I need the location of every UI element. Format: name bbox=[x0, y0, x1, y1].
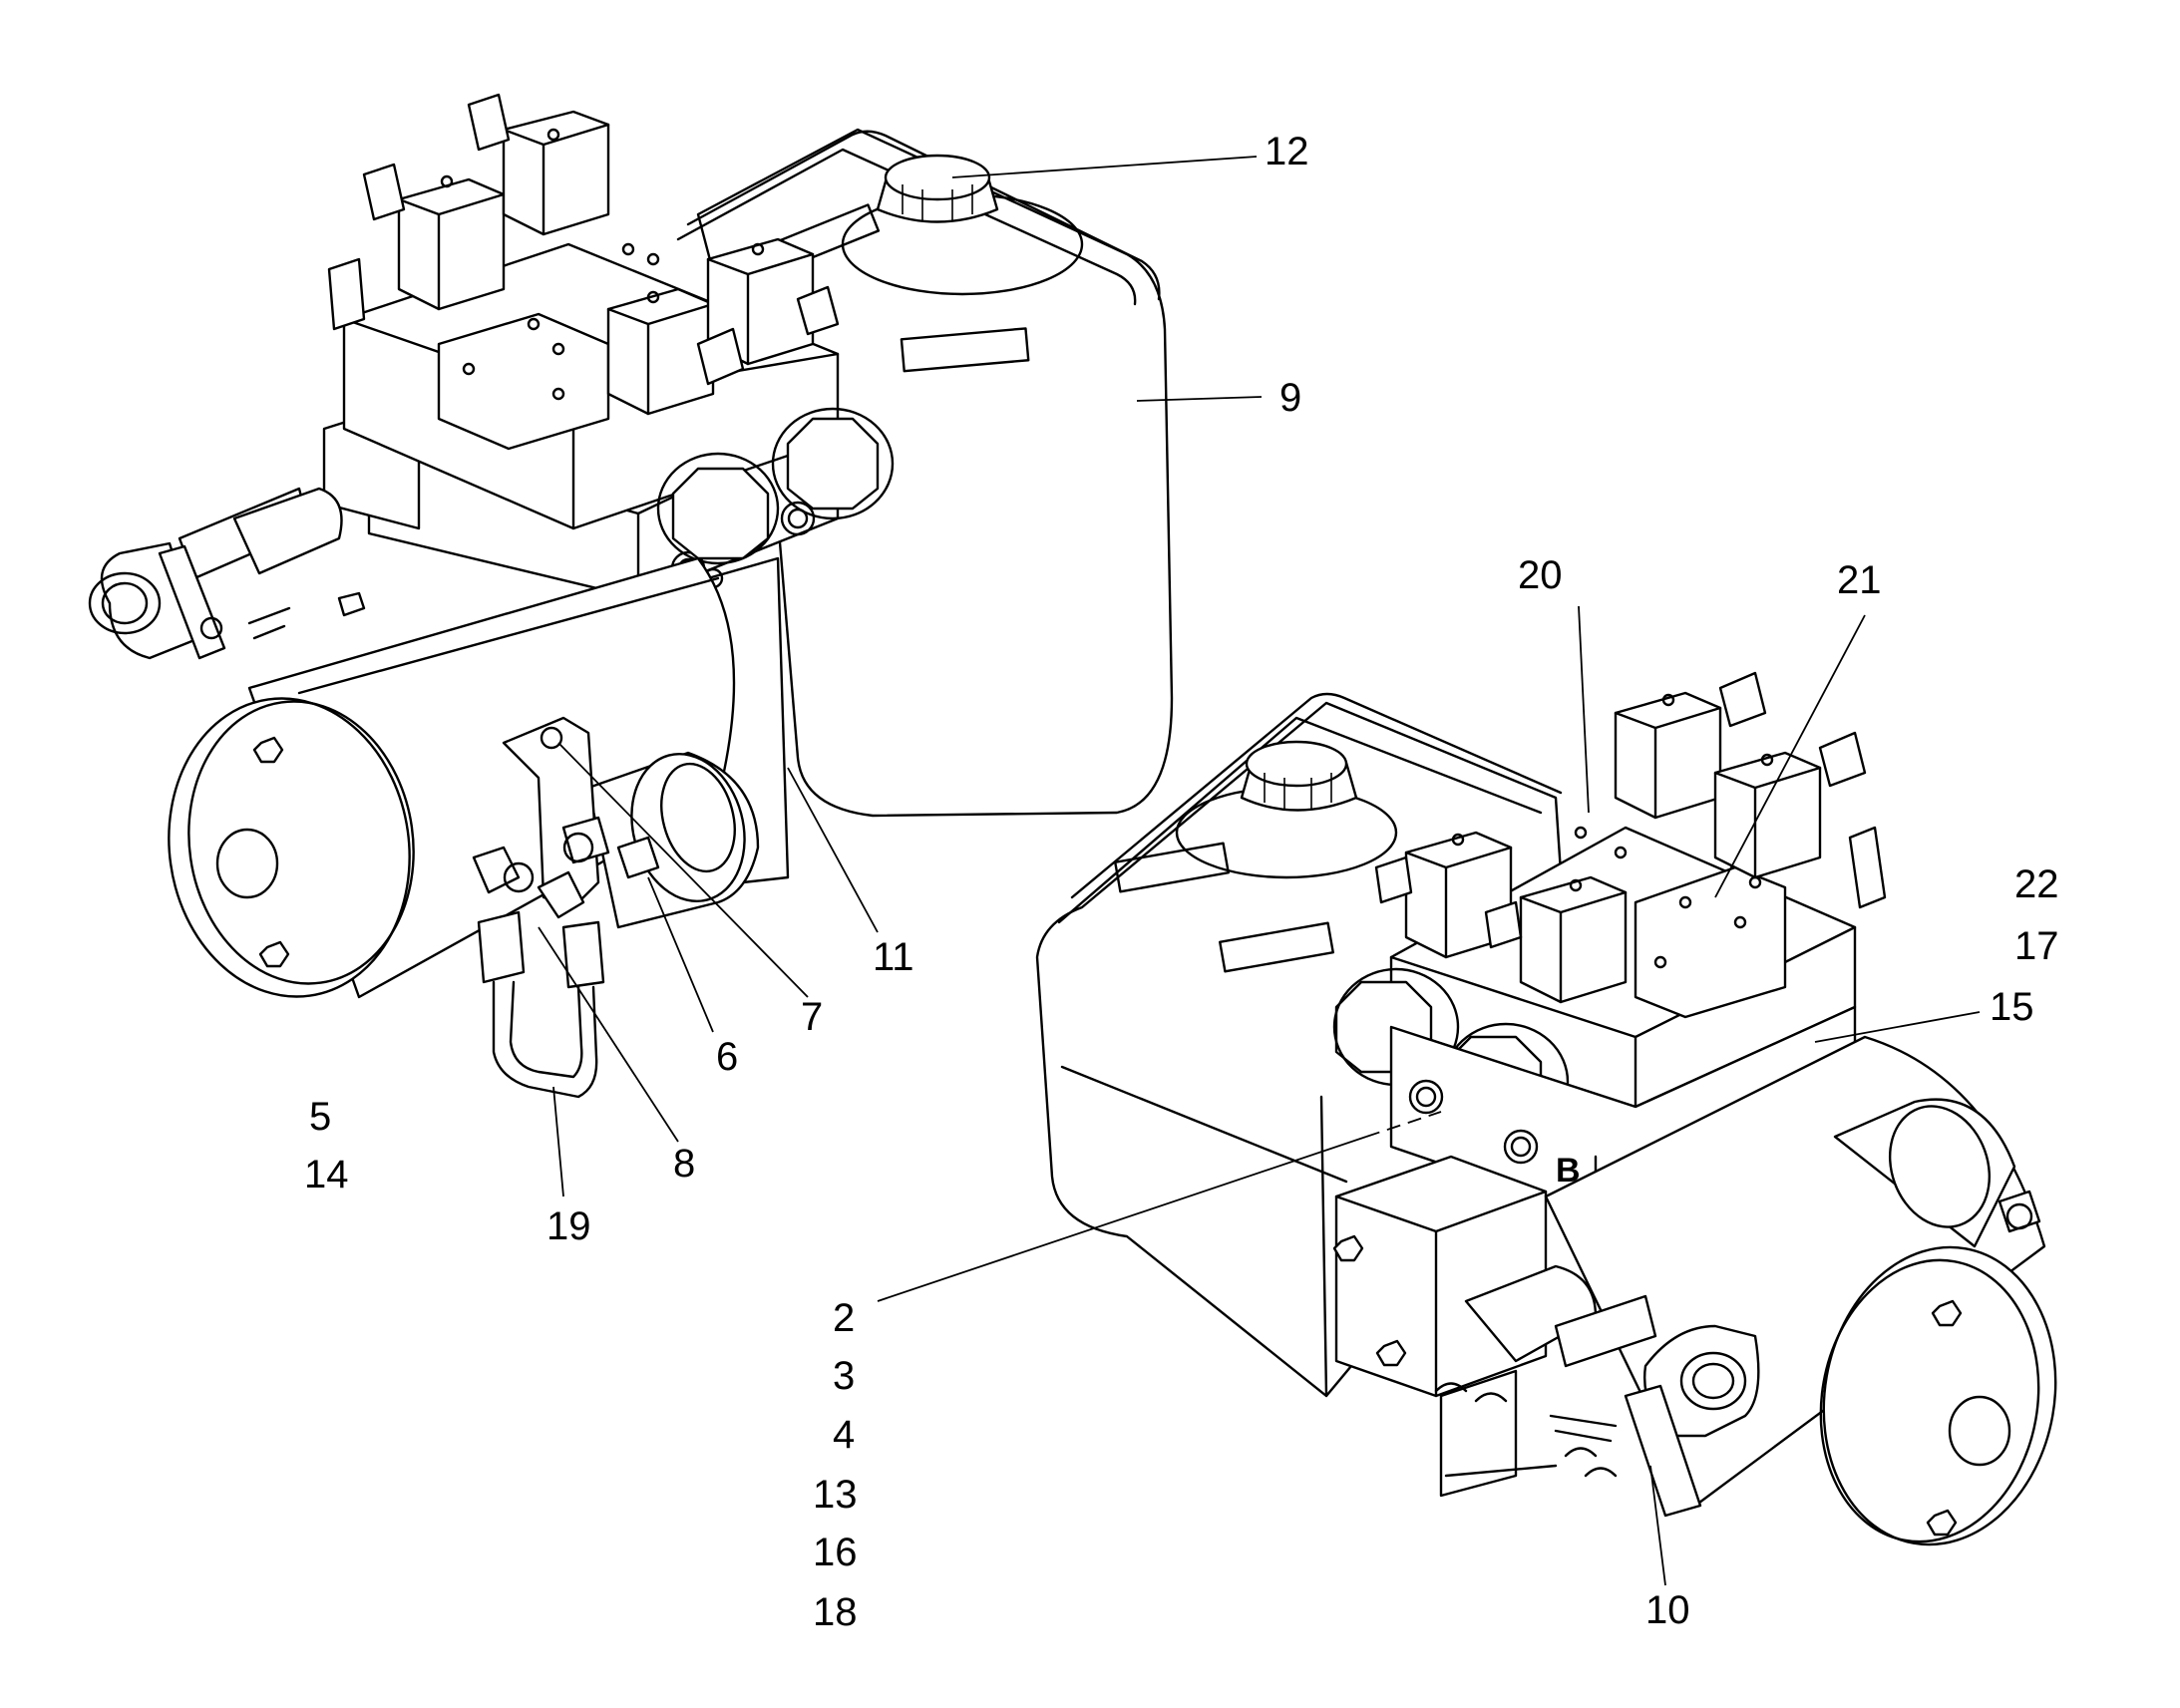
callout-11: 11 bbox=[873, 935, 914, 979]
callout-7: 7 bbox=[801, 995, 823, 1039]
left-valve-stack bbox=[327, 93, 895, 565]
callout-18: 18 bbox=[813, 1590, 858, 1634]
callout-9: 9 bbox=[1279, 376, 1301, 420]
callout-20: 20 bbox=[1518, 553, 1563, 597]
leader-lines bbox=[538, 156, 1981, 1586]
callout-15: 15 bbox=[1990, 985, 2034, 1029]
callout-labels: 12 9 20 21 22 17 15 11 7 6 5 14 8 19 2 3… bbox=[304, 130, 2059, 1634]
left-hand-pump bbox=[88, 487, 366, 660]
callout-21: 21 bbox=[1837, 558, 1882, 602]
callout-4: 4 bbox=[833, 1413, 855, 1457]
callout-3: 3 bbox=[833, 1354, 855, 1398]
callout-16: 16 bbox=[813, 1531, 858, 1574]
left-fittings-hoses bbox=[472, 816, 660, 1099]
callout-14: 14 bbox=[304, 1153, 349, 1196]
callout-10: 10 bbox=[1645, 1588, 1690, 1632]
right-power-unit: B bbox=[1035, 671, 2057, 1546]
callout-17: 17 bbox=[2014, 924, 2059, 968]
left-pump-assembly bbox=[586, 751, 760, 929]
right-tank-cap bbox=[1240, 740, 1358, 812]
callout-19: 19 bbox=[546, 1204, 591, 1248]
callout-6: 6 bbox=[716, 1035, 738, 1079]
callout-22: 22 bbox=[2014, 862, 2059, 906]
callout-12: 12 bbox=[1265, 130, 1309, 173]
callout-2: 2 bbox=[833, 1296, 855, 1340]
left-power-unit: A bbox=[88, 93, 1174, 1099]
right-manifold-block: B bbox=[1332, 1005, 1857, 1498]
callout-5: 5 bbox=[309, 1095, 331, 1139]
callout-8: 8 bbox=[673, 1142, 695, 1186]
right-hand-pump bbox=[1434, 1264, 1760, 1518]
callout-13: 13 bbox=[813, 1473, 858, 1517]
left-motor bbox=[168, 556, 736, 999]
left-tank-cap bbox=[876, 154, 999, 223]
